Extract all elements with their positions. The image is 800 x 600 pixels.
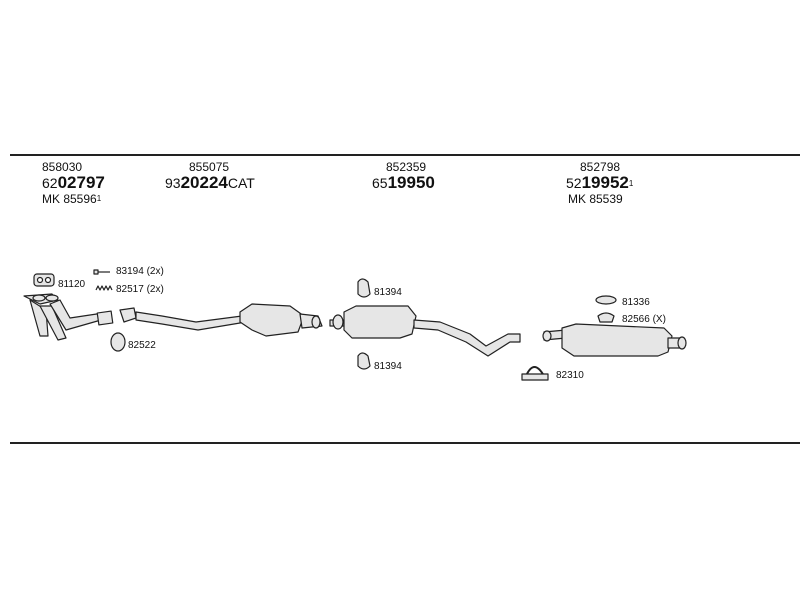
part-label-82517: 82517 (2x) — [116, 284, 164, 295]
catalytic-converter-drawing — [135, 303, 323, 337]
group-catalytic-converter: 855075 9320224CAT — [165, 160, 255, 192]
group-part-code: 6202797 — [42, 173, 105, 192]
group-part-code: 9320224CAT — [165, 173, 255, 192]
part-label-81394-bottom: 81394 — [374, 361, 402, 372]
clamp-82566-drawing — [597, 312, 615, 323]
springs-82517-drawing — [95, 285, 113, 291]
group-mounting-kit: MK 85539 — [568, 192, 623, 206]
group-middle-silencer: 852359 6519950 — [372, 160, 435, 192]
part-label-81120: 81120 — [58, 279, 86, 290]
group-mounting-kit: MK 855961 — [42, 192, 102, 206]
ring-82522-drawing — [110, 332, 126, 352]
rubber-mount-81394-bottom-drawing — [357, 352, 371, 370]
front-pipe-drawing — [23, 293, 114, 341]
bolts-83194-drawing — [93, 269, 110, 275]
rubber-mount-81394-top-drawing — [357, 278, 371, 298]
group-part-code: 52199521 — [566, 173, 634, 192]
part-label-81394-top: 81394 — [374, 287, 402, 298]
part-label-81336: 81336 — [622, 297, 650, 308]
part-label-83194: 83194 (2x) — [116, 266, 164, 277]
part-label-82310: 82310 — [556, 370, 584, 381]
group-part-code: 6519950 — [372, 173, 435, 192]
group-ref-number: 858030 — [42, 160, 83, 174]
bottom-divider-line — [10, 442, 800, 444]
group-ref-number: 852798 — [580, 160, 621, 174]
gasket-81336-drawing — [595, 295, 617, 305]
gasket-81120-drawing — [33, 273, 55, 287]
part-label-82566: 82566 (X) — [622, 314, 666, 325]
part-label-82522: 82522 — [128, 340, 156, 351]
group-rear-silencer: 852798 52199521 MK 85539 — [566, 160, 633, 206]
group-ref-number: 852359 — [386, 160, 427, 174]
group-front-pipe: 858030 6202797 MK 855961 — [42, 160, 105, 206]
middle-silencer-drawing — [329, 305, 521, 357]
clamp-82310-drawing — [521, 366, 549, 381]
top-divider-line — [10, 154, 800, 156]
rear-silencer-drawing — [542, 323, 687, 357]
flange-gasket-drawing — [119, 307, 137, 323]
group-ref-number: 855075 — [189, 160, 230, 174]
